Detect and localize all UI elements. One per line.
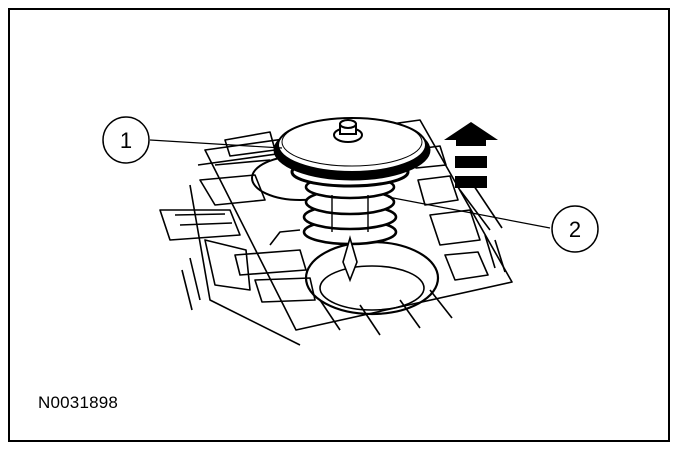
leader-lines — [149, 139, 551, 229]
callout-2-label: 2 — [569, 217, 581, 242]
callout-1: 1 — [102, 116, 150, 164]
thermostat-spring — [302, 174, 398, 283]
up-arrow-icon — [444, 122, 498, 188]
figure-id: N0031898 — [38, 393, 119, 412]
callout-2: 2 — [551, 205, 599, 253]
callout-1-label: 1 — [120, 128, 132, 153]
thermostat-flange — [273, 117, 431, 181]
